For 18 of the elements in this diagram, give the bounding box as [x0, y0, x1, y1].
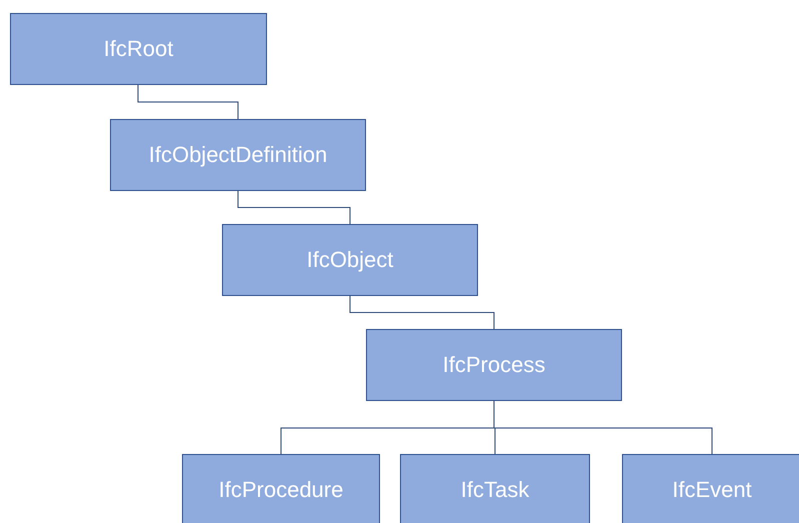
class-box: [10, 13, 267, 85]
class-name: IfcEvent: [672, 477, 752, 503]
connector-line: [350, 296, 494, 330]
connector-line: [494, 400, 712, 454]
class-name: IfcProcess: [442, 352, 546, 378]
class-box: [366, 329, 622, 401]
class-name: IfcObject: [306, 247, 394, 273]
class-box: [222, 224, 478, 296]
class-name: IfcTask: [460, 477, 530, 503]
class-name: IfcRoot: [104, 36, 174, 62]
connector-line: [238, 190, 350, 224]
class-box: [110, 119, 366, 191]
class-box: [400, 454, 590, 523]
connector-line: [138, 84, 238, 120]
class-box: [182, 454, 380, 523]
class-name: IfcObjectDefinition: [148, 142, 328, 168]
class-box: [622, 454, 799, 523]
class-name: IfcProcedure: [218, 477, 344, 503]
